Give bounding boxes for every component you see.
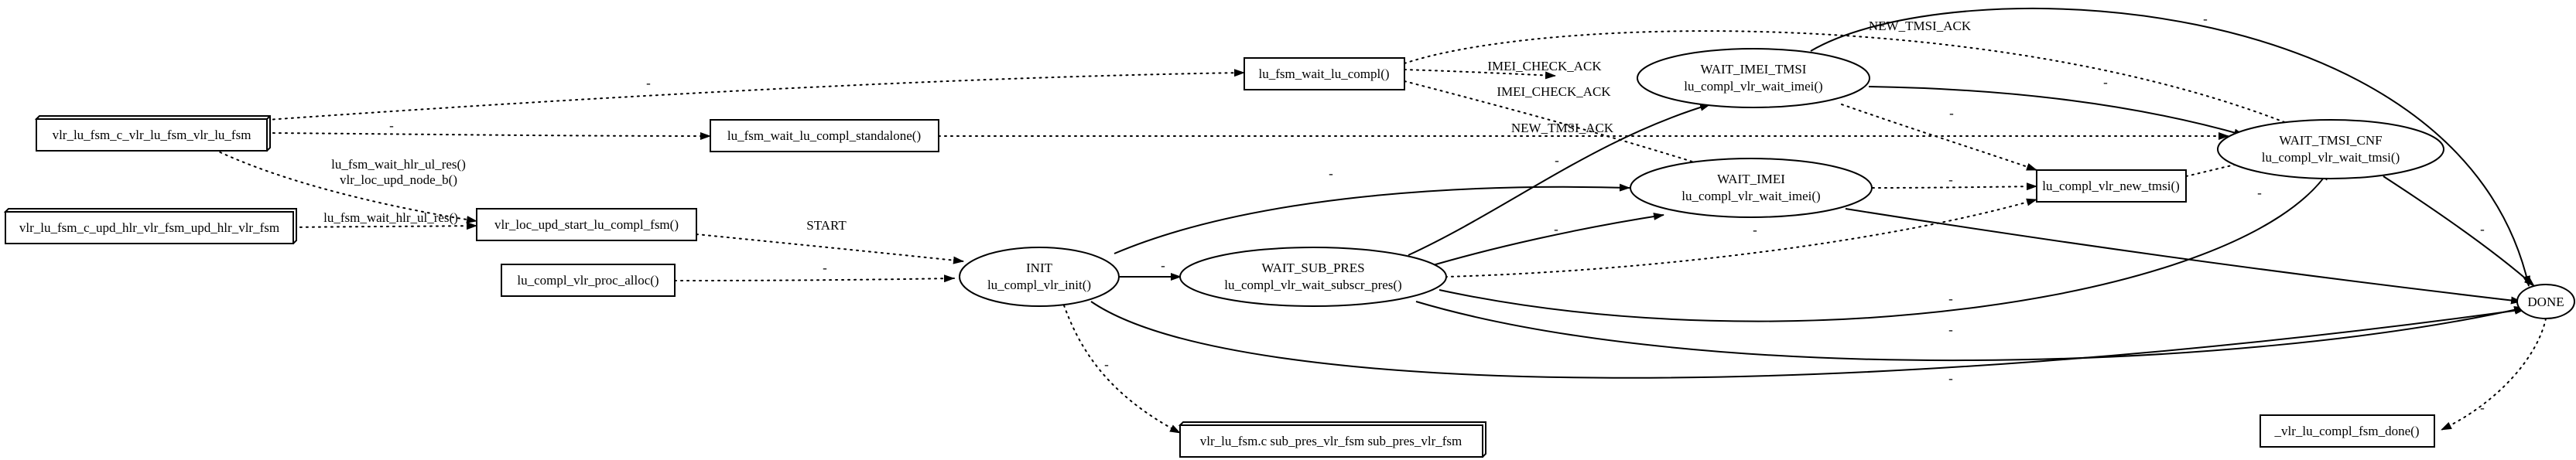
edge-label: lu_fsm_wait_hlr_ul_res()	[323, 210, 458, 225]
node-action: lu_compl_vlr_wait_tmsi()	[2262, 150, 2400, 165]
node-state-name: WAIT_IMEI	[1717, 172, 1785, 186]
node-new-tmsi[interactable]: lu_compl_vlr_new_tmsi()	[2036, 169, 2187, 203]
node-done[interactable]: DONE	[2516, 284, 2575, 319]
edge-sub-pres-to-wait-imei	[1427, 213, 1664, 267]
edge-label: -	[1329, 166, 1333, 181]
edge-done-to-fsm-done	[2441, 318, 2547, 431]
node-label: vlr_loc_upd_start_lu_compl_fsm()	[494, 217, 679, 232]
edge-label: -	[2203, 12, 2208, 26]
edge-imei-tmsi-to-new-tmsi	[1841, 104, 2037, 171]
edge-sub-pres-to-done	[1415, 301, 2525, 362]
node-wait-tmsi-cnf[interactable]: WAIT_TMSI_CNF lu_compl_vlr_wait_tmsi()	[2217, 119, 2444, 179]
node-state-name: INIT	[1026, 261, 1053, 275]
node-label: lu_compl_vlr_proc_alloc()	[517, 273, 659, 288]
edge-label: -	[1753, 223, 1757, 237]
node-start-lu-compl-fsm[interactable]: vlr_loc_upd_start_lu_compl_fsm()	[476, 208, 697, 241]
edge-label: NEW_TMSI_ACK	[1511, 121, 1614, 135]
edge-lu-fsm-c-to-start-fsm	[208, 146, 477, 223]
edge-label: -	[1554, 222, 1558, 237]
edge-label: -	[1948, 172, 1953, 187]
edge-label: -	[1948, 371, 1953, 386]
edge-wait-lu-compl-to-tmsi-cnf	[1404, 30, 2308, 132]
node-label: vlr_lu_fsm_c_vlr_lu_fsm_vlr_lu_fsm	[53, 128, 251, 142]
edge-label: -	[389, 118, 394, 133]
node-sub-pres-child-fsm[interactable]: vlr_lu_fsm.c sub_pres_vlr_fsm sub_pres_v…	[1178, 421, 1486, 458]
edge-label: NEW_TMSI_ACK	[1869, 19, 1972, 33]
edge-label: -	[2103, 75, 2108, 90]
node-state-name: DONE	[2527, 295, 2564, 309]
edge-init-to-wait-imei	[1114, 183, 1630, 254]
node-wait-sub-pres[interactable]: WAIT_SUB_PRES lu_compl_vlr_wait_subscr_p…	[1179, 247, 1447, 307]
edge-wait-imei-to-done	[1845, 208, 2522, 305]
edge-label: -	[823, 261, 827, 275]
edge-imei-tmsi-to-done	[1810, 8, 2530, 287]
node-state-name: WAIT_TMSI_CNF	[2279, 133, 2382, 148]
edge-labels: - - lu_fsm_wait_hlr_ul_res() vlr_loc_upd…	[323, 12, 2485, 415]
edge-label: -	[1161, 258, 1165, 273]
node-vlr-lu-fsm-c[interactable]: vlr_lu_fsm_c_vlr_lu_fsm_vlr_lu_fsm	[34, 115, 271, 152]
edge-wait-lu-compl-to-wait-imei	[1404, 80, 1720, 171]
edge-tmsi-cnf-to-done	[2383, 175, 2535, 287]
node-proc-alloc[interactable]: lu_compl_vlr_proc_alloc()	[501, 264, 676, 297]
edge-wait-imei-to-new-tmsi	[1872, 182, 2037, 191]
edge-lu-fsm-c-to-wait-lu-compl	[266, 69, 1245, 121]
node-action: lu_compl_vlr_wait_imei()	[1684, 79, 1822, 94]
edge-start-fsm-to-init	[696, 233, 964, 264]
edge-wait-lu-compl-to-imei-tmsi	[1404, 69, 1556, 80]
edge-label: -	[1948, 322, 1953, 337]
edge-lu-fsm-c-to-standalone	[266, 131, 711, 140]
edge-label: -	[646, 76, 651, 90]
node-label: lu_compl_vlr_new_tmsi()	[2042, 179, 2180, 193]
node-action: lu_compl_vlr_wait_subscr_pres()	[1224, 278, 1401, 292]
edge-upd-hlr-to-start-fsm	[293, 222, 477, 230]
node-action: lu_compl_vlr_init()	[987, 278, 1091, 292]
edge-label: -	[1555, 153, 1559, 168]
node-state-name: WAIT_IMEI_TMSI	[1701, 62, 1807, 77]
edge-label: START	[806, 218, 847, 233]
node-state-name: WAIT_SUB_PRES	[1261, 261, 1364, 275]
node-fsm-done[interactable]: _vlr_lu_compl_fsm_done()	[2260, 414, 2435, 448]
node-wait-imei-tmsi[interactable]: WAIT_IMEI_TMSI lu_compl_vlr_wait_imei()	[1637, 48, 1870, 108]
edge-label: -	[2257, 186, 2262, 200]
node-wait-lu-compl[interactable]: lu_fsm_wait_lu_compl()	[1244, 57, 1405, 90]
edge-label: -	[2480, 222, 2485, 237]
edge-init-to-child-fsm	[1063, 305, 1181, 434]
edge-label: IMEI_CHECK_ACK	[1487, 59, 1602, 73]
edge-init-to-done	[1090, 301, 2526, 379]
node-label: lu_fsm_wait_lu_compl_standalone()	[727, 128, 921, 143]
edge-sub-pres-to-imei-tmsi	[1408, 103, 1711, 256]
edge-sub-pres-to-tmsi-cnf	[1439, 169, 2330, 322]
node-label: lu_fsm_wait_lu_compl()	[1258, 66, 1389, 81]
edge-label: IMEI_CHECK_ACK	[1497, 84, 1611, 99]
node-wait-lu-compl-standalone[interactable]: lu_fsm_wait_lu_compl_standalone()	[710, 119, 939, 152]
nodes: vlr_lu_fsm_c_vlr_lu_fsm_vlr_lu_fsm vlr_l…	[3, 48, 2575, 458]
node-init[interactable]: INIT lu_compl_vlr_init()	[959, 247, 1120, 307]
edge-proc-alloc-to-init	[674, 274, 955, 283]
edge-label: -	[1104, 357, 1109, 372]
edge-sub-pres-to-new-tmsi	[1445, 198, 2037, 278]
edge-label: -	[1949, 106, 1954, 121]
node-label: _vlr_lu_compl_fsm_done()	[2274, 424, 2420, 438]
edge-label: -	[1948, 291, 1953, 306]
edge-label: vlr_loc_upd_node_b()	[340, 172, 457, 187]
node-label: vlr_lu_fsm.c sub_pres_vlr_fsm sub_pres_v…	[1200, 434, 1462, 448]
edges	[208, 8, 2547, 434]
edge-label: lu_fsm_wait_hlr_ul_res()	[331, 157, 466, 172]
edge-imei-tmsi-to-tmsi-cnf	[1868, 86, 2245, 137]
node-action: lu_compl_vlr_wait_imei()	[1681, 189, 1820, 203]
node-label: vlr_lu_fsm_c_upd_hlr_vlr_fsm_upd_hlr_vlr…	[19, 220, 279, 235]
edge-label: -	[2480, 400, 2485, 415]
node-vlr-lu-fsm-c-upd[interactable]: vlr_lu_fsm_c_upd_hlr_vlr_fsm_upd_hlr_vlr…	[3, 208, 297, 245]
node-wait-imei[interactable]: WAIT_IMEI lu_compl_vlr_wait_imei()	[1630, 158, 1873, 218]
